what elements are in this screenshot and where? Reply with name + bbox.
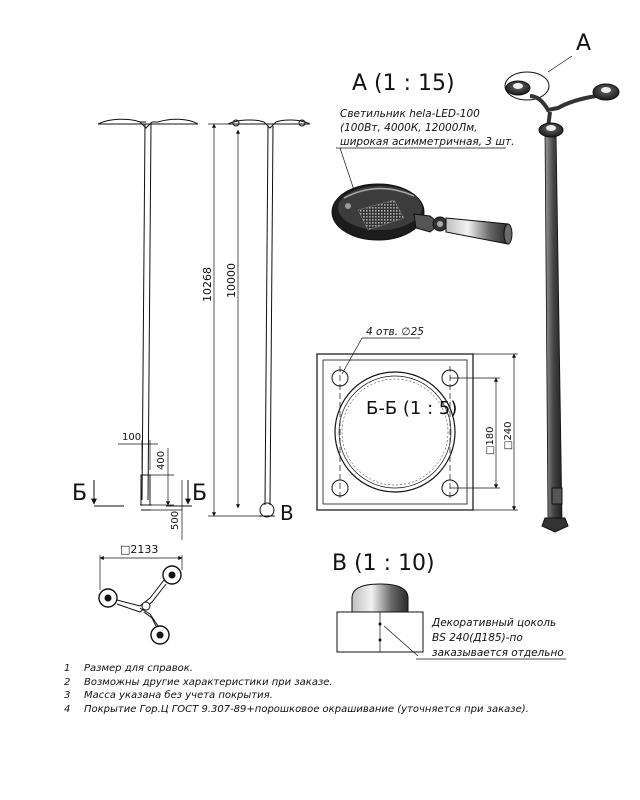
detail-v-callout-3: заказывается отдельно <box>432 647 564 659</box>
dim-plate-inner: □180 <box>485 426 496 455</box>
detail-a-title: А (1 : 15) <box>352 71 455 96</box>
section-label-b-left: Б <box>72 481 87 506</box>
front-view-pole <box>97 118 199 511</box>
top-view: □2133 <box>98 543 183 645</box>
detail-a-callout-2: (100Вт, 4000К, 12000Лм, <box>340 122 478 134</box>
detail-mark-v: В <box>280 501 294 525</box>
holes-label: 4 отв. ∅25 <box>366 326 424 338</box>
dim-socket-depth: 500 <box>170 511 181 530</box>
detail-v: В (1 : 10) Декоративный цоколь BS 240(Д1… <box>332 551 566 660</box>
detail-v-callout-1: Декоративный цоколь <box>431 617 556 629</box>
detail-a-callout-3: широкая асимметричная, 3 шт. <box>340 136 514 148</box>
section-label-b-right: Б <box>192 481 207 506</box>
detail-label-a: А <box>576 31 591 56</box>
dimension-10268: 10268 <box>201 123 260 517</box>
dim-plate-outer: □240 <box>503 421 514 450</box>
section-bb: 4 отв. ∅25 Б-Б (1 : 5) □180 □240 <box>316 326 518 511</box>
dimension-100: 100 <box>118 432 158 470</box>
detail-label-v: В <box>280 501 294 525</box>
isometric-view: А <box>504 31 620 533</box>
section-mark-b: Б Б <box>72 480 207 507</box>
dimension-500: 500 <box>150 480 183 540</box>
detail-a-callout-1: Светильник hela-LED-100 <box>340 108 480 120</box>
detail-v-callout-2: BS 240(Д185)-по <box>432 632 523 644</box>
dimension-400: 400 <box>150 448 174 506</box>
dimension-10000: 10000 <box>225 129 241 509</box>
detail-a: А (1 : 15) Светильник hela-LED-100 (100В… <box>331 71 514 245</box>
dim-overall-height: 10268 <box>201 267 214 302</box>
dim-base-height: 400 <box>156 451 167 470</box>
detail-v-title: В (1 : 10) <box>332 551 435 576</box>
dim-base-offset: 100 <box>122 432 141 443</box>
side-view-pole <box>227 119 311 518</box>
dim-span: □2133 <box>120 543 158 556</box>
dim-height: 10000 <box>225 263 238 298</box>
section-bb-title: Б-Б (1 : 5) <box>366 398 457 419</box>
